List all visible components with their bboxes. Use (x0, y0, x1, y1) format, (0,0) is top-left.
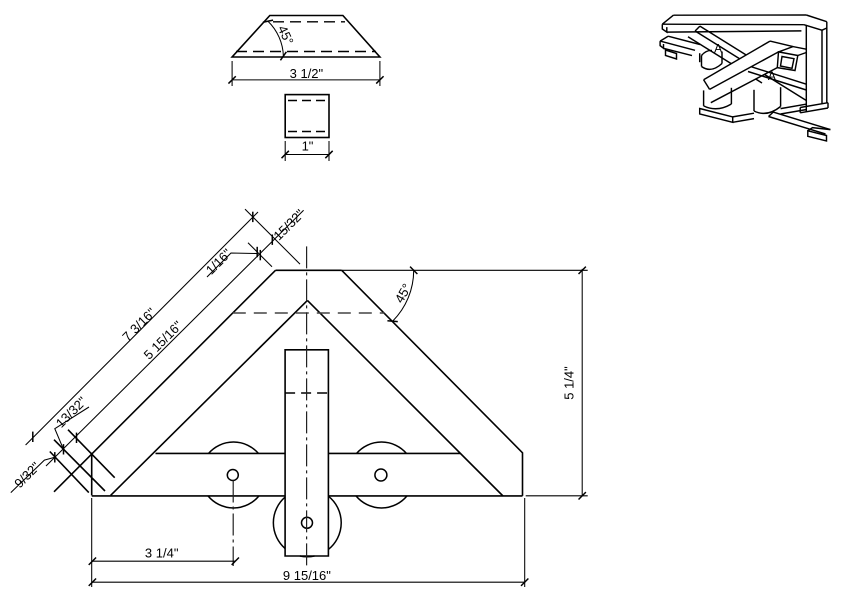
svg-text:45°: 45° (392, 281, 415, 306)
svg-text:3 1/2": 3 1/2" (290, 66, 324, 81)
svg-text:1/16": 1/16" (203, 245, 235, 277)
svg-text:45°: 45° (275, 23, 297, 47)
svg-text:5 1/4": 5 1/4" (562, 366, 577, 400)
svg-text:A: A (768, 69, 776, 83)
svg-text:A: A (714, 41, 722, 55)
svg-text:9/32": 9/32" (11, 459, 43, 491)
svg-text:9 15/16": 9 15/16" (283, 568, 331, 583)
svg-text:3 1/4": 3 1/4" (145, 546, 179, 561)
svg-text:15/32": 15/32" (270, 206, 307, 243)
svg-text:1": 1" (302, 139, 314, 154)
